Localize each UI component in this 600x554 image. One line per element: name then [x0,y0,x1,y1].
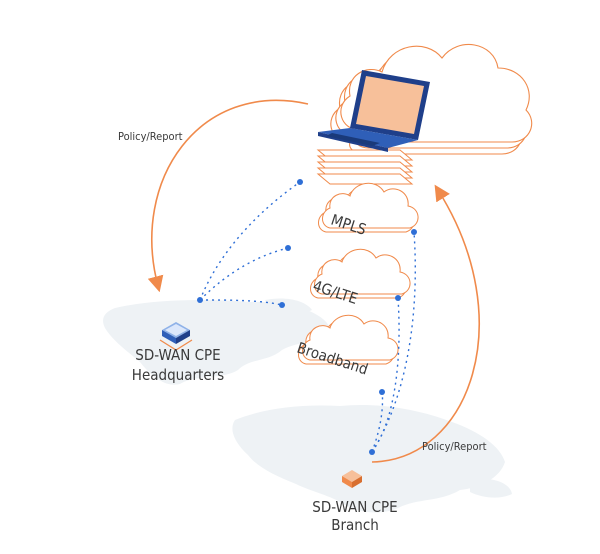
branch-links [371,231,416,453]
world-map-north [103,298,330,385]
hq-label-line2: Headquarters [132,366,224,384]
cloud-broadband [298,314,399,365]
link-endpoint [411,229,417,235]
link-endpoint [285,245,291,251]
hq-link-mpls [199,181,301,301]
hq-cpe-icon [159,322,193,351]
cloud-mpls [318,182,419,233]
laptop-icon [318,70,430,152]
link-endpoint [379,389,385,395]
hq-links [199,181,301,306]
link-endpoint [395,295,401,301]
policy-arc-branch [371,184,480,463]
policy-arc-hq [147,99,309,293]
link-endpoint [297,179,303,185]
world-map-south [232,404,512,513]
branch-label-line2: Branch [331,516,379,534]
laptop-stack [316,70,430,185]
branch-label-line1: SD-WAN CPE [312,498,397,516]
cloud-lte [310,248,411,299]
hq-label-line1: SD-WAN CPE [135,346,220,364]
branch-link-mpls [371,231,416,453]
hq-link-dots [197,179,303,308]
branch-cpe-icon [342,470,362,488]
link-endpoint [279,302,285,308]
link-endpoint [369,449,375,455]
policy-report-label-top: Policy/Report [118,130,183,143]
branch-link-dots [369,229,417,455]
link-endpoint [197,297,203,303]
hq-link-lte [199,247,289,301]
policy-report-label-bottom: Policy/Report [422,440,487,453]
